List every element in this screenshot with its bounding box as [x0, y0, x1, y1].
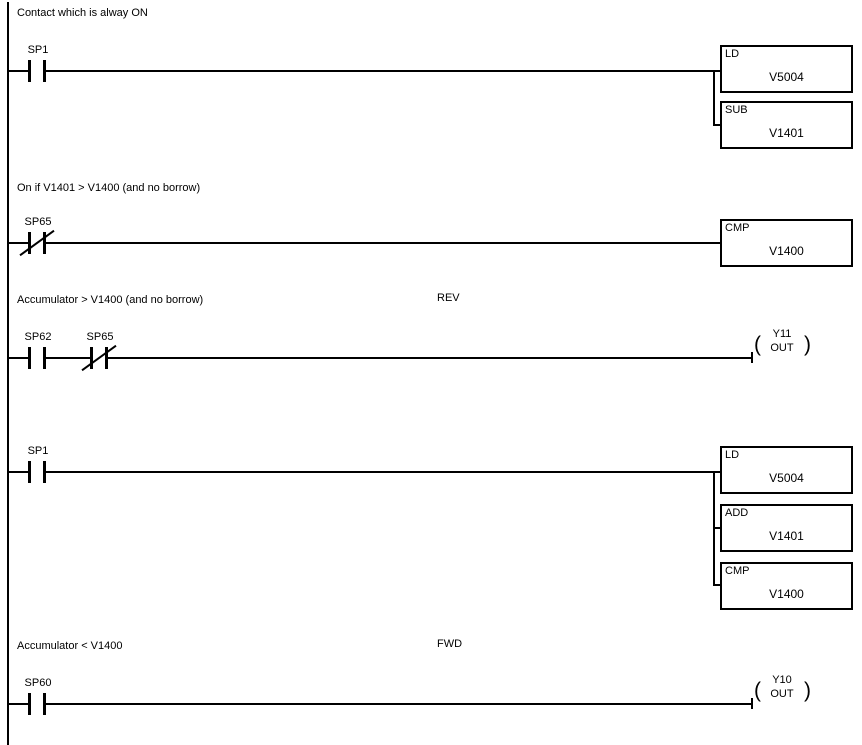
instruction-operand: V1400 — [769, 587, 804, 601]
instruction-box-add[interactable]: ADD V1401 — [720, 504, 853, 552]
wire-label-rev: REV — [437, 292, 460, 304]
instruction-box-ld[interactable]: LD V5004 — [720, 45, 853, 93]
rung-comment: On if V1401 > V1400 (and no borrow) — [17, 182, 201, 194]
rung-wire — [46, 242, 720, 244]
coil-paren-open: ( — [754, 679, 761, 702]
branch-wire — [713, 584, 720, 586]
instruction-mnemonic: CMP — [725, 222, 750, 234]
contact-bar — [28, 693, 31, 715]
coil-label: Y10 — [772, 674, 792, 686]
rung-wire — [46, 471, 720, 473]
instruction-operand: V1401 — [769, 126, 804, 140]
power-rail — [7, 2, 9, 745]
contact-bar — [28, 232, 31, 254]
rung-comment: Contact which is alway ON — [17, 7, 148, 19]
contact-sp65[interactable] — [19, 229, 55, 257]
contact-sp60[interactable] — [26, 693, 48, 715]
contact-label: SP62 — [24, 331, 52, 343]
instruction-mnemonic: CMP — [725, 565, 750, 577]
contact-label: SP1 — [27, 445, 49, 457]
instruction-mnemonic: ADD — [725, 507, 749, 519]
contact-bar — [28, 461, 31, 483]
coil-tick — [751, 352, 753, 363]
branch-wire — [713, 70, 715, 126]
coil-op: OUT — [770, 688, 794, 700]
instruction-box-ld[interactable]: LD V5004 — [720, 446, 853, 494]
branch-wire — [713, 527, 720, 529]
contact-sp62[interactable] — [26, 347, 48, 369]
coil-label: Y11 — [772, 328, 792, 340]
rung-wire — [9, 70, 28, 72]
coil-paren-close: ) — [804, 679, 811, 702]
contact-bar — [43, 693, 46, 715]
instruction-mnemonic: SUB — [725, 104, 748, 116]
rung-wire — [46, 703, 752, 705]
contact-label: SP65 — [86, 331, 114, 343]
rung-wire — [9, 703, 28, 705]
contact-bar — [43, 461, 46, 483]
instruction-operand: V1401 — [769, 529, 804, 543]
contact-label: SP60 — [24, 677, 52, 689]
contact-sp65[interactable] — [81, 344, 117, 372]
rung-wire — [9, 471, 28, 473]
rung-wire — [46, 357, 90, 359]
contact-bar — [28, 347, 31, 369]
contact-bar — [105, 347, 108, 369]
instruction-mnemonic: LD — [725, 449, 740, 461]
coil-op: OUT — [770, 342, 794, 354]
coil-tick — [751, 698, 753, 709]
rung-wire — [9, 357, 28, 359]
instruction-operand: V5004 — [769, 70, 804, 84]
contact-bar — [43, 232, 46, 254]
instruction-operand: V1400 — [769, 244, 804, 258]
contact-bar — [43, 60, 46, 82]
contact-label: SP1 — [27, 44, 49, 56]
coil-paren-close: ) — [804, 333, 811, 356]
wire-label-fwd: FWD — [437, 638, 463, 650]
output-coil-y10[interactable]: ( Y10 OUT ) — [748, 673, 820, 713]
contact-bar — [28, 60, 31, 82]
rung-wire — [9, 242, 28, 244]
output-coil-y11[interactable]: ( Y11 OUT ) — [748, 327, 820, 367]
branch-wire — [713, 124, 720, 126]
contact-sp1[interactable] — [26, 60, 48, 82]
rung-comment: Accumulator < V1400 — [17, 640, 123, 652]
contact-label: SP65 — [24, 216, 52, 228]
coil-paren-open: ( — [754, 333, 761, 356]
contact-bar — [43, 347, 46, 369]
rung-comment: Accumulator > V1400 (and no borrow) — [17, 294, 204, 306]
instruction-box-cmp[interactable]: CMP V1400 — [720, 219, 853, 267]
contact-bar — [90, 347, 93, 369]
instruction-box-cmp[interactable]: CMP V1400 — [720, 562, 853, 610]
instruction-operand: V5004 — [769, 471, 804, 485]
instruction-mnemonic: LD — [725, 48, 740, 60]
contact-sp1[interactable] — [26, 461, 48, 483]
instruction-box-sub[interactable]: SUB V1401 — [720, 101, 853, 149]
rung-wire — [46, 70, 720, 72]
rung-wire — [108, 357, 752, 359]
